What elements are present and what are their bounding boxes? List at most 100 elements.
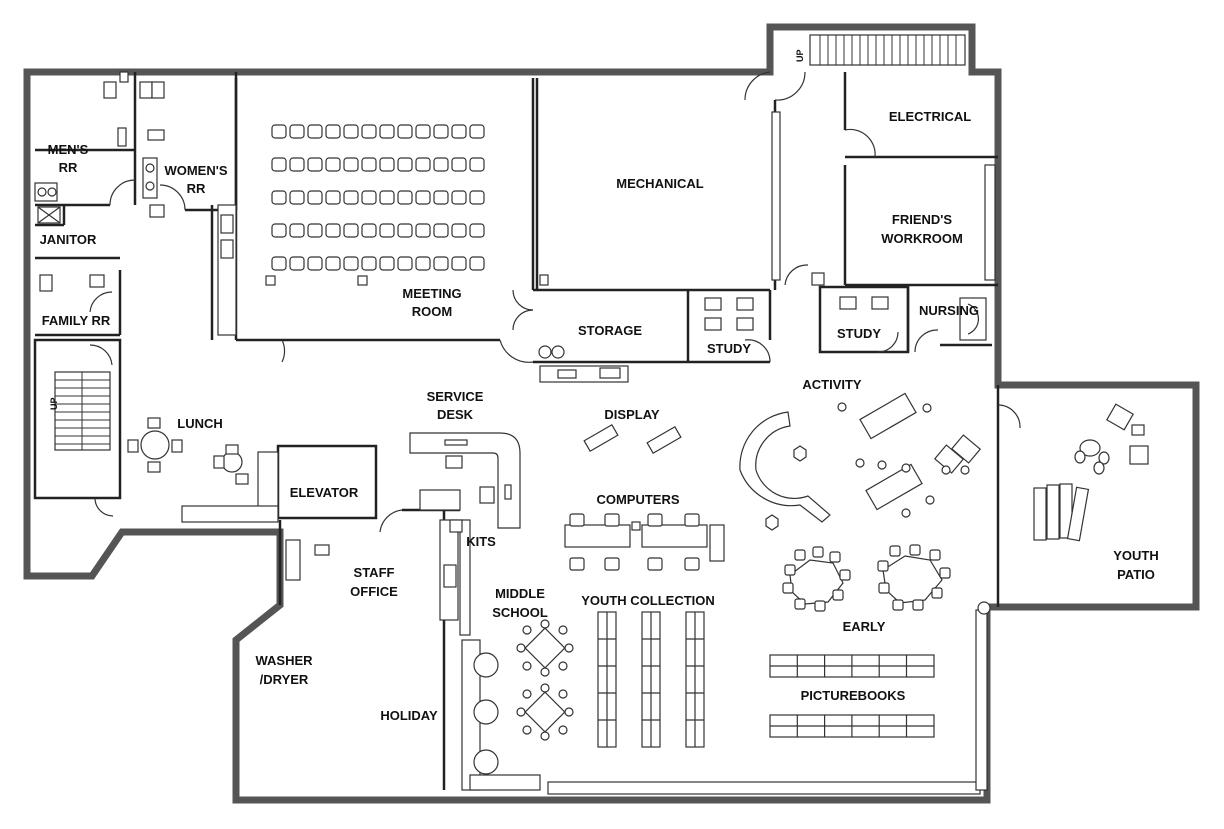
early-chair <box>878 582 890 594</box>
bottom-shelf <box>547 601 991 795</box>
early-chair <box>794 549 806 561</box>
meeting-chair <box>271 190 287 205</box>
computer-stations <box>564 513 725 571</box>
stool <box>922 403 932 413</box>
top-stair-treads <box>819 35 957 65</box>
meeting-chair <box>307 223 323 238</box>
label-meeting-room-line2: ROOM <box>412 304 452 319</box>
patio-furniture <box>1033 403 1149 542</box>
computer-chair <box>647 513 663 527</box>
label-kits: KITS <box>466 534 496 549</box>
stair-up-label-left: UP <box>49 397 59 410</box>
early-chairs <box>782 544 951 612</box>
meeting-chair <box>379 256 395 271</box>
label-storage: STORAGE <box>578 323 642 338</box>
label-service-desk-line1: SERVICE <box>427 389 484 404</box>
meeting-chair <box>379 157 395 172</box>
ms-chair <box>522 625 532 635</box>
kits-shelving <box>419 489 471 636</box>
stool <box>855 458 865 468</box>
ms-chair <box>558 625 568 635</box>
computer-chair <box>647 557 663 571</box>
meeting-chair <box>361 190 377 205</box>
label-mens-rr-line1: MEN'S <box>48 142 89 157</box>
ms-chair <box>516 707 526 717</box>
label-study-right: STUDY <box>837 326 881 341</box>
ms-chair <box>540 731 550 741</box>
study-furniture <box>704 296 987 341</box>
ms-chair <box>564 707 574 717</box>
meeting-chair <box>415 256 431 271</box>
meeting-chair <box>379 223 395 238</box>
stool <box>901 463 911 473</box>
interior-walls <box>33 72 1000 790</box>
meeting-chair <box>343 190 359 205</box>
label-display: DISPLAY <box>604 407 659 422</box>
stair-up-label-top: UP <box>795 49 805 62</box>
meeting-chair <box>271 223 287 238</box>
activity-stools <box>837 402 970 518</box>
meeting-chair <box>397 223 413 238</box>
ms-table <box>524 691 566 733</box>
meeting-chair <box>307 157 323 172</box>
meeting-chair <box>397 157 413 172</box>
early-chair <box>784 564 796 576</box>
meeting-chair <box>415 223 431 238</box>
early-chair <box>794 598 806 610</box>
early-chair <box>839 569 851 581</box>
label-elevator: ELEVATOR <box>290 485 359 500</box>
early-chair <box>912 599 924 611</box>
meeting-chair <box>415 190 431 205</box>
meeting-chair <box>361 256 377 271</box>
early-chair <box>877 560 889 572</box>
ms-chair <box>540 683 550 693</box>
stool <box>901 508 911 518</box>
meeting-chair <box>307 190 323 205</box>
bottom-shelf-unit <box>547 781 981 795</box>
meeting-chair <box>469 157 485 172</box>
ms-chair <box>522 725 532 735</box>
meeting-chair <box>325 190 341 205</box>
label-staff-office-line1: STAFF <box>354 565 395 580</box>
label-mechanical: MECHANICAL <box>616 176 703 191</box>
meeting-chair <box>379 124 395 139</box>
display-cases <box>583 423 682 455</box>
stool <box>941 465 951 475</box>
right-shelf-unit <box>975 609 988 791</box>
stool <box>877 460 887 470</box>
staff-office-furniture <box>285 539 330 581</box>
ms-chair <box>540 667 550 677</box>
label-janitor: JANITOR <box>40 232 97 247</box>
middle-school-tables <box>516 619 574 741</box>
service-desk <box>409 432 521 529</box>
meeting-chair <box>415 124 431 139</box>
ms-chair <box>540 619 550 629</box>
meeting-chair <box>325 256 341 271</box>
computer-chair <box>569 557 585 571</box>
meeting-chair <box>469 256 485 271</box>
restroom-fixtures <box>34 71 165 292</box>
meeting-chair <box>433 256 449 271</box>
meeting-chair <box>397 256 413 271</box>
exterior-wall <box>23 23 1200 804</box>
meeting-chair <box>343 124 359 139</box>
stool <box>925 495 935 505</box>
label-womens-rr-line1: WOMEN'S <box>164 163 227 178</box>
room-labels: MEN'S RR WOMEN'S RR JANITOR FAMILY RR LU… <box>40 109 1159 723</box>
label-computers: COMPUTERS <box>596 492 679 507</box>
meeting-chair <box>451 223 467 238</box>
label-lunch: LUNCH <box>177 416 223 431</box>
ms-chair <box>558 689 568 699</box>
meeting-chair <box>289 124 305 139</box>
label-early: EARLY <box>843 619 886 634</box>
meeting-chair <box>271 124 287 139</box>
meeting-chair <box>325 157 341 172</box>
early-chair <box>829 551 841 563</box>
early-chair <box>782 582 794 594</box>
early-chair <box>892 599 904 611</box>
column <box>977 601 991 615</box>
left-stair <box>54 371 111 451</box>
meeting-chair <box>361 223 377 238</box>
meeting-chair <box>469 190 485 205</box>
stool <box>960 465 970 475</box>
